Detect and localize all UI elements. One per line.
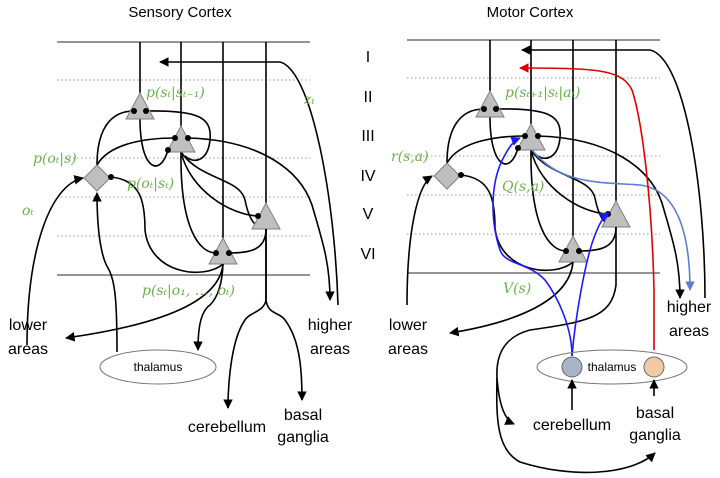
to-thalamus-arrow: [193, 263, 224, 351]
label-reward: r(s,a): [391, 149, 429, 165]
sensory-cortex-title: Sensory Cortex: [128, 4, 232, 21]
cerebellar-path-to-layer3: [492, 136, 573, 357]
value-output-arrow: [531, 149, 695, 291]
zt-feedback-arrow: [159, 57, 339, 306]
label-likelihood-t: p(oₜ|sₜ): [127, 176, 174, 192]
feedback-arrow: [521, 45, 706, 299]
layer-I: I: [366, 49, 370, 66]
to-cerebellum-arrow: [496, 227, 617, 425]
label-observation: oₜ: [22, 203, 34, 219]
thalamus-node: [99, 349, 217, 385]
to-basal-ganglia-arrow: [495, 377, 656, 474]
cerebellum-label: cerebellum: [533, 417, 611, 434]
thalamus-label: thalamus: [134, 360, 183, 374]
label-transition: p(sₜ₊₁|sₜ|aₜ): [505, 85, 580, 101]
cerebellar-thalamus-node: [561, 356, 583, 378]
label-zt: zₜ: [303, 92, 315, 108]
cerebellar-path-to-layer5: [571, 212, 610, 357]
cerebellum-label: cerebellum: [188, 419, 266, 436]
sensory-cortex-circuit: [57, 42, 330, 300]
input-arrow: [406, 175, 433, 306]
layer-V: V: [363, 206, 374, 223]
to-lower-areas-arrow: [65, 263, 224, 342]
layer-labels: I II III IV V VI: [360, 49, 375, 263]
motor-cortex-panel: Motor Cortex p(sₜ₊₁|sₜ|aₜ) r(s,a) Q(s,a)…: [388, 4, 712, 474]
ot-input-arrow: [26, 175, 84, 346]
label-likelihood: p(oₜ|s): [33, 151, 77, 167]
basal-ganglia-path: [519, 63, 655, 350]
label-posterior: p(sₜ|o₁, …, oₜ): [142, 283, 235, 299]
sensory-cortex-panel: Sensory Cortex p(sₜ|sₜ₋₁) p(oₜ|s) p(oₜ|s…: [8, 4, 353, 446]
thalamus-node: [536, 349, 688, 385]
layer-III: III: [361, 128, 374, 145]
motor-cortex-circuit: [407, 40, 680, 298]
to-basal-ganglia-arrow: [265, 229, 307, 401]
thalamus-label: thalamus: [588, 360, 637, 374]
label-value: V(s): [503, 281, 531, 297]
to-lower-areas-arrow: [449, 261, 574, 337]
motor-cortex-title: Motor Cortex: [487, 4, 574, 21]
layer-II: II: [364, 89, 373, 106]
label-q-value: Q(s,a): [502, 179, 544, 195]
to-cerebellum-arrow: [223, 229, 267, 409]
label-transition: p(sₜ|sₜ₋₁): [146, 85, 205, 101]
layer-IV: IV: [360, 168, 375, 185]
basal-ganglia-thalamus-node: [643, 356, 665, 378]
layer-VI: VI: [360, 246, 375, 263]
thalamus-input-arrow: [92, 192, 118, 353]
